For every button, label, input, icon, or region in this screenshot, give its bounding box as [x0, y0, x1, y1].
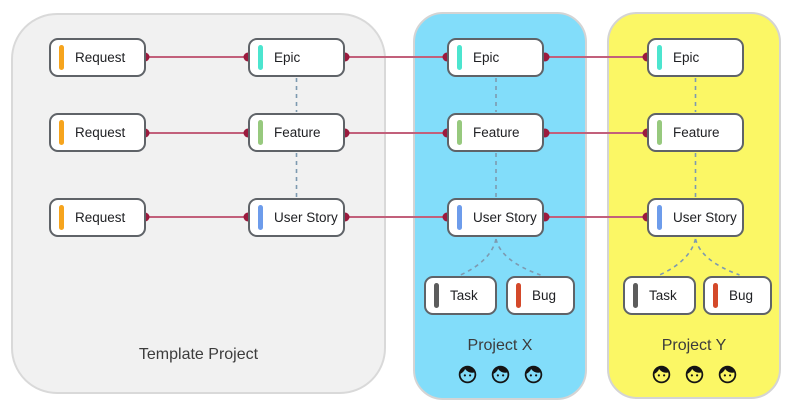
card-request[interactable]: Request [49, 198, 146, 237]
feature-accent-bar [258, 120, 263, 145]
card-label: Bug [729, 288, 754, 303]
feature-accent-bar [657, 120, 662, 145]
request-accent-bar [59, 120, 64, 145]
card-feature[interactable]: Feature [248, 113, 345, 152]
user-story-accent-bar [657, 205, 662, 230]
card-epic[interactable]: Epic [647, 38, 744, 77]
project-y-label: Project Y [661, 337, 727, 354]
card-label: User Story [274, 210, 338, 225]
card-label: Feature [473, 125, 520, 140]
face-icon [523, 364, 544, 385]
face-icon [490, 364, 511, 385]
card-label: Bug [532, 288, 557, 303]
request-accent-bar [59, 205, 64, 230]
card-label: Epic [473, 50, 500, 65]
card-label: Task [450, 288, 478, 303]
card-user-story[interactable]: User Story [248, 198, 345, 237]
request-accent-bar [59, 45, 64, 70]
card-user-story[interactable]: User Story [647, 198, 744, 237]
card-label: Epic [673, 50, 700, 65]
card-epic[interactable]: Epic [447, 38, 544, 77]
task-accent-bar [633, 283, 638, 308]
user-story-accent-bar [258, 205, 263, 230]
template-project-label: Template Project [138, 346, 259, 363]
epic-accent-bar [657, 45, 662, 70]
face-icon [717, 364, 738, 385]
face-icon [457, 364, 478, 385]
task-accent-bar [434, 283, 439, 308]
card-bug[interactable]: Bug [703, 276, 772, 315]
card-epic[interactable]: Epic [248, 38, 345, 77]
bug-accent-bar [713, 283, 718, 308]
user-story-accent-bar [457, 205, 462, 230]
face-icon [684, 364, 705, 385]
card-label: Feature [274, 125, 321, 140]
card-label: Task [649, 288, 677, 303]
card-feature[interactable]: Feature [447, 113, 544, 152]
project-y-members [607, 364, 781, 385]
face-icon [651, 364, 672, 385]
card-task[interactable]: Task [623, 276, 696, 315]
card-label: Request [75, 125, 126, 140]
card-label: User Story [673, 210, 737, 225]
card-user-story[interactable]: User Story [447, 198, 544, 237]
card-label: Feature [673, 125, 720, 140]
project-x-label: Project X [467, 337, 533, 354]
bug-accent-bar [516, 283, 521, 308]
epic-accent-bar [258, 45, 263, 70]
card-bug[interactable]: Bug [506, 276, 575, 315]
card-label: User Story [473, 210, 537, 225]
feature-accent-bar [457, 120, 462, 145]
project-x-members [413, 364, 587, 385]
card-feature[interactable]: Feature [647, 113, 744, 152]
card-request[interactable]: Request [49, 113, 146, 152]
card-task[interactable]: Task [424, 276, 497, 315]
card-label: Request [75, 50, 126, 65]
card-label: Request [75, 210, 126, 225]
card-request[interactable]: Request [49, 38, 146, 77]
card-label: Epic [274, 50, 301, 65]
epic-accent-bar [457, 45, 462, 70]
